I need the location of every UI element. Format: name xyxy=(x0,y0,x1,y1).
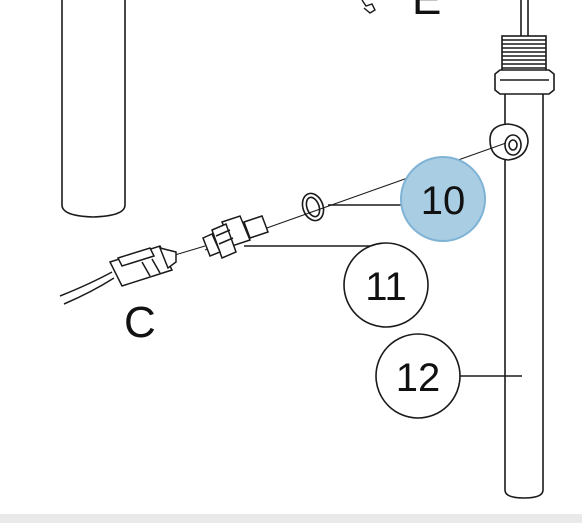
connector-wires xyxy=(59,271,115,305)
left-pipe xyxy=(61,0,126,218)
callout-10-label: 10 xyxy=(421,179,466,223)
callout-11-circle xyxy=(343,242,429,328)
callout-12-circle xyxy=(375,333,461,419)
letter-c-label: C xyxy=(124,298,156,347)
callout-10[interactable]: 10 xyxy=(400,156,486,242)
bottom-edge-bar xyxy=(0,514,582,523)
callout-12-label: 12 xyxy=(396,356,441,400)
connector-axis-line xyxy=(174,245,206,256)
callout-10-circle xyxy=(400,156,486,242)
temperature-sensor xyxy=(202,215,269,260)
callout-11[interactable]: 11 xyxy=(343,242,429,328)
wire-connector xyxy=(108,245,177,287)
callout-12[interactable]: 12 xyxy=(375,333,461,419)
top-small-fitting xyxy=(361,0,376,14)
right-pipe xyxy=(489,0,555,499)
o-ring xyxy=(301,192,325,222)
letter-e-partial: E xyxy=(412,0,441,24)
callout-11-label: 11 xyxy=(365,265,407,309)
